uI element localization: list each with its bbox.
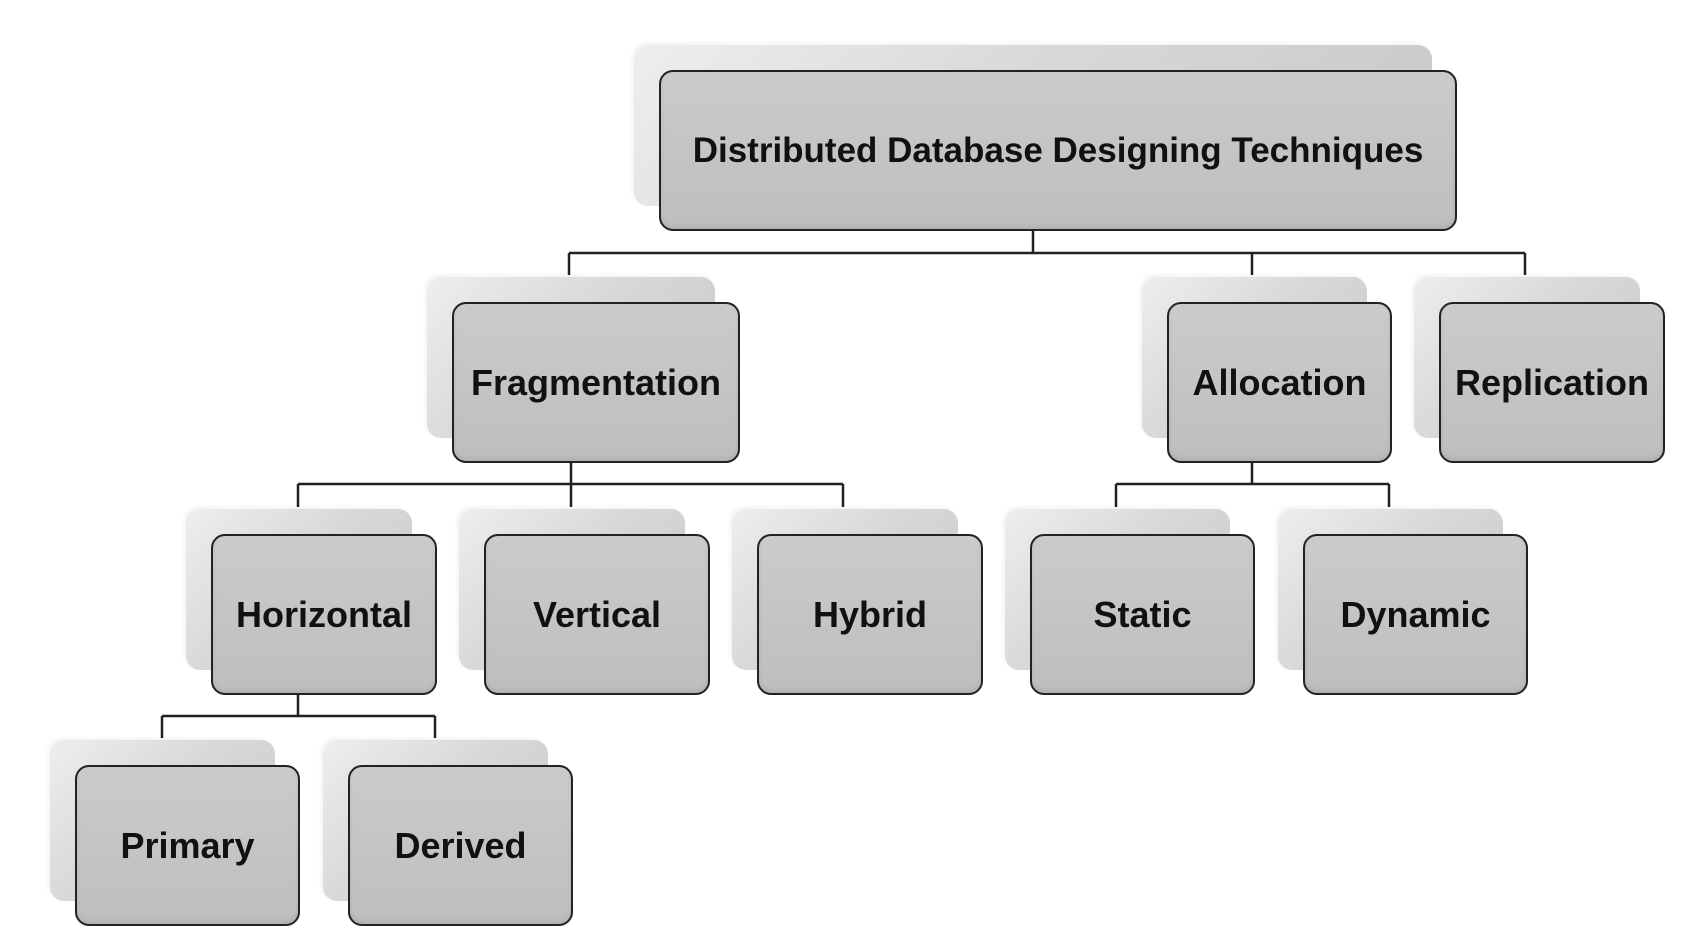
- node-allocation: Allocation: [1142, 277, 1392, 463]
- node-box: [484, 534, 710, 695]
- node-vertical-label: Vertical: [532, 593, 662, 635]
- node-replication-label: Replication: [1454, 361, 1650, 403]
- node-horizontal-label: Horizontal: [236, 593, 412, 635]
- node-primary: Primary: [50, 740, 300, 926]
- node-allocation-label: Allocation: [1192, 361, 1367, 403]
- node-static: Static: [1005, 509, 1255, 695]
- node-static-label: Static: [1093, 593, 1192, 635]
- node-box: [211, 534, 437, 695]
- node-box: [1439, 302, 1665, 463]
- node-hybrid-label: Hybrid: [812, 593, 927, 635]
- node-horizontal: Horizontal: [186, 509, 437, 695]
- node-box: [1303, 534, 1528, 695]
- node-box: [1167, 302, 1392, 463]
- node-fragmentation: Fragmentation: [427, 277, 740, 463]
- node-hybrid: Hybrid: [732, 509, 983, 695]
- node-root-label: Distributed Database Designing Technique…: [692, 130, 1424, 170]
- node-derived-label: Derived: [394, 824, 527, 866]
- node-box: [75, 765, 300, 926]
- node-dynamic-label: Dynamic: [1340, 593, 1491, 635]
- node-box: [452, 302, 740, 463]
- node-root: Distributed Database Designing Technique…: [634, 45, 1457, 231]
- node-box: [1030, 534, 1255, 695]
- node-dynamic: Dynamic: [1278, 509, 1528, 695]
- node-replication: Replication: [1414, 277, 1665, 463]
- node-derived: Derived: [323, 740, 573, 926]
- node-box: [757, 534, 983, 695]
- node-box: [659, 70, 1457, 231]
- node-vertical: Vertical: [459, 509, 710, 695]
- node-fragmentation-label: Fragmentation: [470, 361, 721, 403]
- node-primary-label: Primary: [120, 824, 255, 866]
